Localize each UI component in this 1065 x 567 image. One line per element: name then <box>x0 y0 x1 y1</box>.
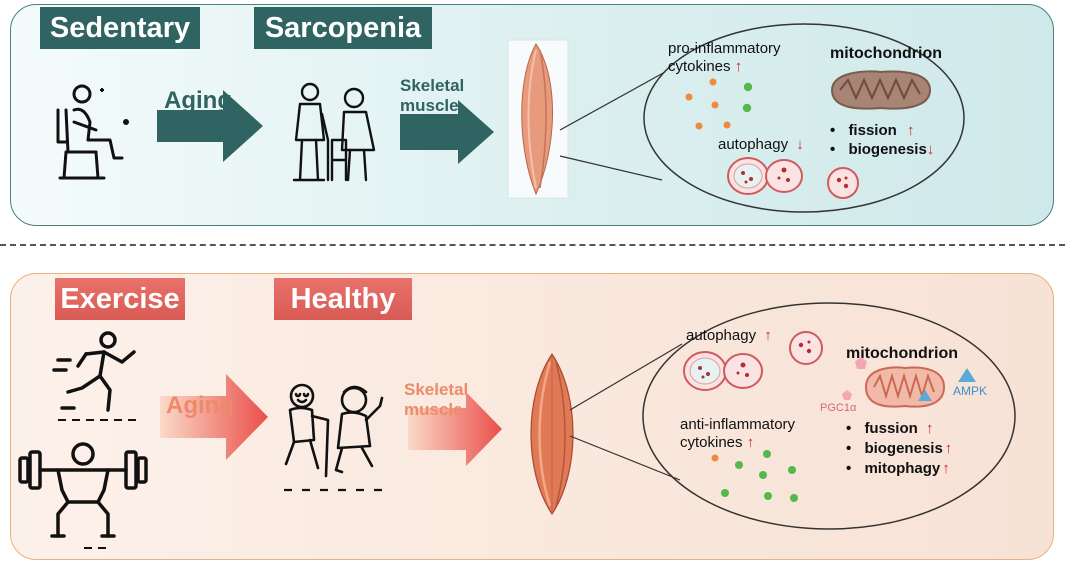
autophagosome-icon <box>683 351 763 391</box>
aging-label: Aging <box>166 392 234 419</box>
pgc1a-pentagon-small-icon <box>842 390 852 400</box>
zoom-lines <box>559 71 666 181</box>
cytokines-line1: anti-inflammatory <box>680 416 796 433</box>
cytokine-dots <box>685 78 753 130</box>
up-arrow-icon: ↑ <box>925 420 934 437</box>
mitochondrion-title: mitochondrion <box>830 45 942 62</box>
zoom-ellipse <box>643 23 965 213</box>
cytokines-line2: cytokines <box>668 58 731 75</box>
fission-text: fission <box>848 122 897 139</box>
up-arrow-icon: ↑ <box>942 460 950 477</box>
down-arrow-icon: ↓ <box>926 141 935 158</box>
fussion-item: fussion ↑ <box>846 420 933 437</box>
zoom-lines <box>569 343 683 481</box>
up-arrow-icon: ↑ <box>746 434 755 451</box>
zoom-ellipse <box>642 302 1016 530</box>
cytokines-line2: cytokines <box>680 434 743 451</box>
aging-label: Aging <box>164 87 232 114</box>
autophagy-text: autophagy <box>718 136 789 153</box>
skeletal-muscle-illustration <box>507 39 569 199</box>
autophagy-label: autophagy ↑ <box>686 327 772 344</box>
lysosome-icon <box>827 167 859 199</box>
sedentary-tag: Sedentary <box>40 7 200 49</box>
weightlifter-icon <box>18 442 148 549</box>
aging-arrow <box>160 374 268 460</box>
skeletal-muscle-arrow <box>408 392 502 466</box>
mitophagy-item: mitophagy↑ <box>846 460 950 477</box>
panel-divider <box>0 244 1065 246</box>
fission-item: fission ↑ <box>830 122 914 139</box>
lysosome-icon <box>789 331 823 365</box>
elderly-couple-icon <box>292 82 376 182</box>
up-arrow-icon: ↑ <box>734 58 743 75</box>
autophagy-label: autophagy ↓ <box>718 136 804 153</box>
sitting-person-icon <box>56 84 129 180</box>
skeletal-muscle-label: Skeletal muscle <box>400 76 464 116</box>
autophagy-text: autophagy <box>686 327 757 344</box>
skeletal-muscle-arrow <box>400 100 494 164</box>
healthy-tag: Healthy <box>274 278 412 320</box>
cytokines-label: anti-inflammatory cytokines ↑ <box>680 416 795 452</box>
skeletal-label-line1: Skeletal <box>404 380 469 399</box>
sarcopenia-tag: Sarcopenia <box>254 7 432 49</box>
mitochondrion-title: mitochondrion <box>846 345 958 362</box>
skeletal-muscle-label: Skeletal muscle <box>404 380 468 420</box>
fussion-text: fussion <box>864 420 918 437</box>
ampk-triangle-small-icon <box>918 390 932 401</box>
cytokine-dots <box>711 450 798 502</box>
runner-icon <box>52 331 138 421</box>
active-elderly-icon <box>284 383 386 492</box>
exercise-tag: Exercise <box>55 278 185 320</box>
skeletal-label-line1: Skeletal <box>400 76 465 95</box>
cytokines-line1: pro-inflammatory <box>668 40 781 57</box>
biogenesis-item: biogenesis↓ <box>830 141 934 158</box>
skeletal-label-line2: muscle <box>400 96 459 115</box>
up-arrow-icon: ↑ <box>944 440 953 457</box>
aging-arrow <box>157 90 263 162</box>
ampk-triangle-icon <box>958 368 976 382</box>
pgc1a-label: PGC1α <box>820 402 857 414</box>
biogenesis-item: biogenesis↑ <box>846 440 952 457</box>
skeletal-label-line2: muscle <box>404 400 463 419</box>
cytokines-label: pro-inflammatory cytokines ↑ <box>668 40 781 76</box>
biogenesis-text: biogenesis <box>848 141 927 158</box>
skeletal-muscle-illustration <box>530 352 574 516</box>
down-arrow-icon: ↓ <box>796 136 804 153</box>
mitochondrion-icon <box>830 70 932 110</box>
biogenesis-text: biogenesis <box>864 440 943 457</box>
ampk-label: AMPK <box>953 384 988 398</box>
pgc1a-pentagon-icon <box>855 357 867 369</box>
mitochondrion-icon <box>864 366 946 408</box>
up-arrow-icon: ↑ <box>764 327 772 344</box>
mitophagy-text: mitophagy <box>864 460 941 477</box>
autophagosome-icon <box>727 157 803 195</box>
up-arrow-icon: ↑ <box>906 122 915 139</box>
